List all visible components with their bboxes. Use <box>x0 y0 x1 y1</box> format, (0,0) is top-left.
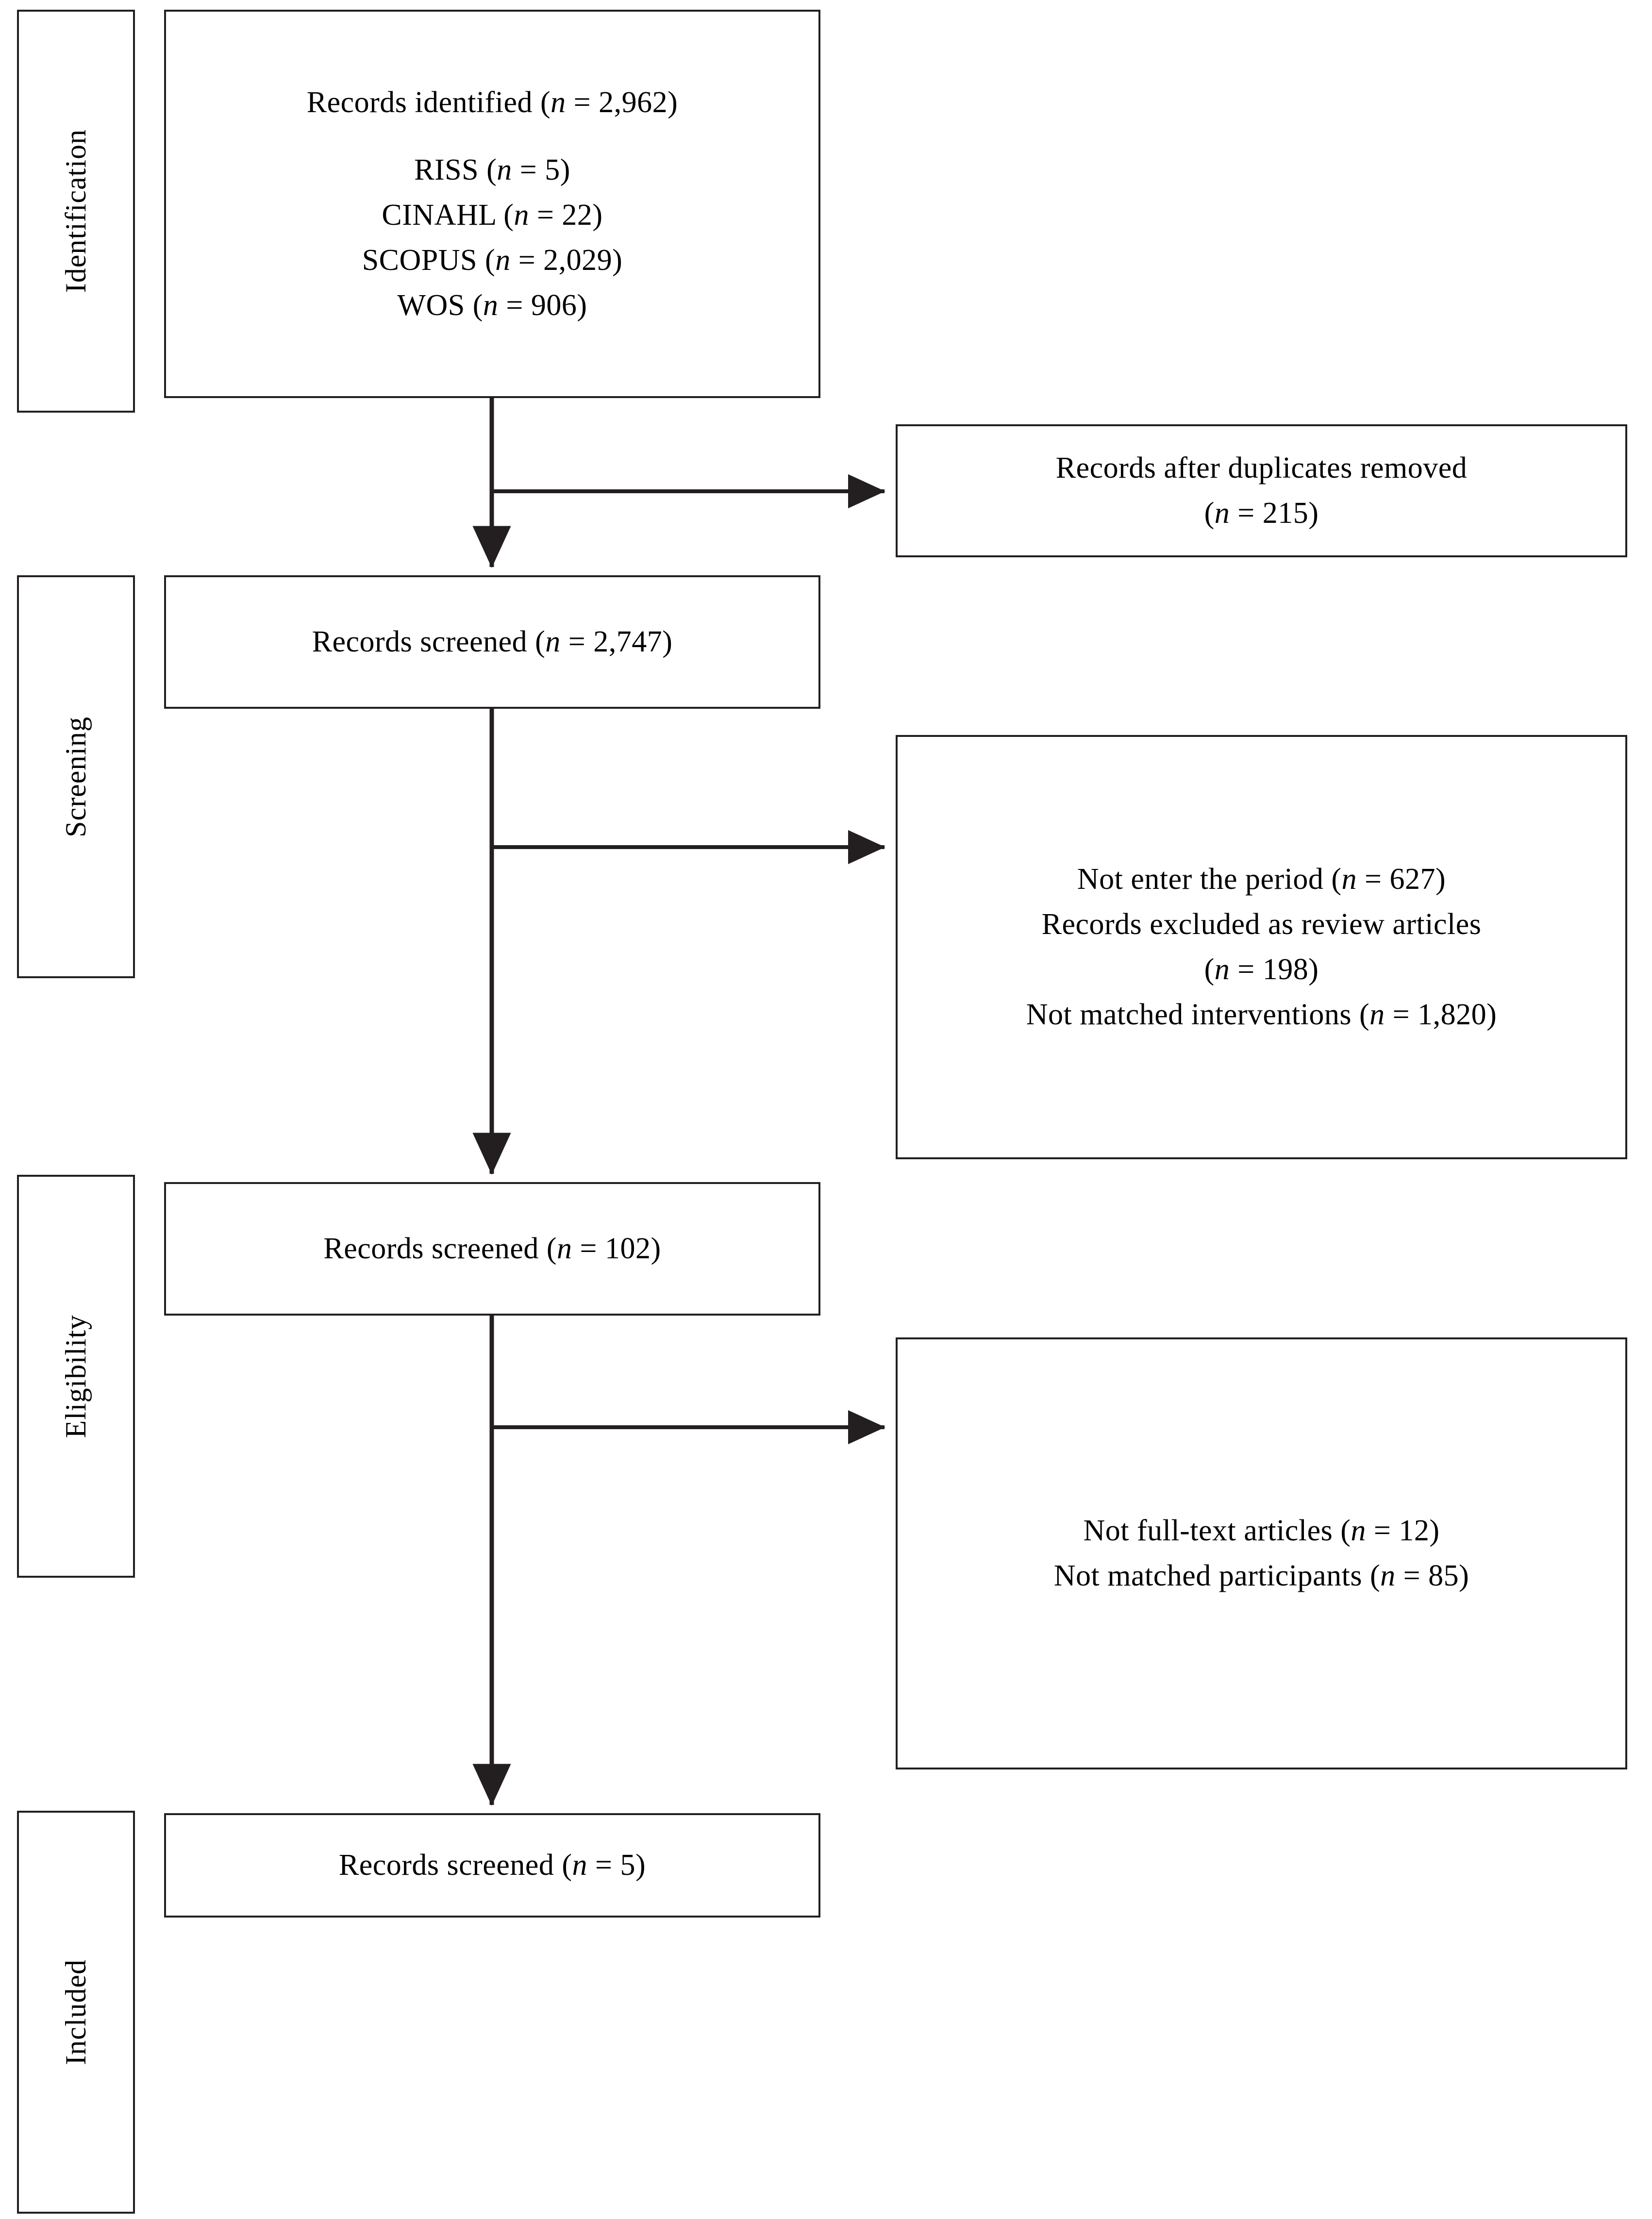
line-spacer <box>179 125 806 148</box>
n-symbol: n <box>1351 1514 1366 1547</box>
line-text: = 5) <box>587 1849 646 1882</box>
line-text: = 22) <box>529 198 603 232</box>
box-records-identified: Records identified (n = 2,962) RISS (n =… <box>164 10 820 398</box>
line-not-matched-interventions: Not matched interventions (n = 1,820) <box>910 992 1613 1037</box>
box-records-identified-text: Records identified (n = 2,962) RISS (n =… <box>166 80 818 328</box>
n-symbol: n <box>551 85 566 119</box>
box-records-screened-5-text: Records screened (n = 5) <box>166 1843 818 1888</box>
stage-box-identification: Identification <box>17 10 135 413</box>
line-text: = 215) <box>1230 497 1319 530</box>
line-wos: WOS (n = 906) <box>179 283 806 328</box>
line-text: = 906) <box>498 288 587 322</box>
box-duplicates-removed-text: Records after duplicates removed (n = 21… <box>898 446 1625 536</box>
line-duplicates-count: (n = 215) <box>910 491 1613 536</box>
line-text: CINAHL ( <box>382 198 514 232</box>
line-text: ( <box>1204 497 1215 530</box>
line-text: = 198) <box>1230 953 1319 986</box>
line-duplicates-removed: Records after duplicates removed <box>1055 451 1468 484</box>
n-symbol: n <box>1214 497 1230 530</box>
line-text: Records screened ( <box>312 625 546 658</box>
n-symbol: n <box>572 1849 588 1882</box>
line-text: Not matched participants ( <box>1053 1559 1381 1592</box>
line-riss: RISS (n = 5) <box>179 148 806 193</box>
line-scopus: SCOPUS (n = 2,029) <box>179 238 806 283</box>
line-text: Not matched interventions ( <box>1026 998 1370 1031</box>
stage-box-eligibility: Eligibility <box>17 1175 135 1578</box>
box-records-screened-2747: Records screened (n = 2,747) <box>164 575 820 709</box>
line-records-identified: Records identified (n = 2,962) <box>179 80 806 125</box>
connector-identification-to-screening <box>472 398 885 568</box>
n-symbol: n <box>1214 953 1230 986</box>
box-records-screened-102: Records screened (n = 102) <box>164 1182 820 1316</box>
line-text: ( <box>1204 953 1215 986</box>
n-symbol: n <box>495 243 511 277</box>
n-symbol: n <box>545 625 561 658</box>
line-text: Not enter the period ( <box>1077 863 1342 896</box>
line-text: WOS ( <box>397 288 483 322</box>
line-text: Records screened ( <box>338 1849 572 1882</box>
box-records-screened-5: Records screened (n = 5) <box>164 1813 820 1918</box>
n-symbol: n <box>1369 998 1385 1031</box>
stage-label-eligibility: Eligibility <box>60 1314 92 1438</box>
stage-label-included: Included <box>60 1959 92 2065</box>
line-not-full-text: Not full-text articles (n = 12) <box>910 1508 1613 1553</box>
line-records-screened: Records screened (n = 102) <box>179 1226 806 1271</box>
line-text: = 1,820) <box>1385 998 1497 1031</box>
line-text: = 12) <box>1366 1514 1440 1547</box>
line-text: = 102) <box>572 1232 661 1265</box>
line-not-matched-participants: Not matched participants (n = 85) <box>910 1553 1613 1599</box>
line-text: SCOPUS ( <box>362 243 496 277</box>
line-text: = 2,962) <box>566 85 678 119</box>
box-records-screened-2747-text: Records screened (n = 2,747) <box>166 619 818 665</box>
line-excluded-review-articles: Records excluded as review articles <box>1041 908 1482 941</box>
stage-box-included: Included <box>17 1811 135 2214</box>
box-duplicates-removed: Records after duplicates removed (n = 21… <box>896 424 1627 557</box>
line-text: = 2,029) <box>510 243 623 277</box>
line-not-enter-period: Not enter the period (n = 627) <box>910 857 1613 902</box>
line-text: Records identified ( <box>306 85 551 119</box>
connector-eligibility-to-included <box>472 1316 885 1806</box>
n-symbol: n <box>1341 863 1357 896</box>
line-excluded-review-count: (n = 198) <box>910 947 1613 992</box>
line-text: = 627) <box>1357 863 1446 896</box>
stage-label-screening: Screening <box>60 716 92 837</box>
stage-box-screening: Screening <box>17 575 135 978</box>
connector-screening-to-eligibility <box>472 709 885 1175</box>
line-records-screened: Records screened (n = 2,747) <box>179 619 806 665</box>
n-symbol: n <box>557 1232 572 1265</box>
stage-label-identification: Identification <box>60 129 92 293</box>
line-text: RISS ( <box>414 153 497 186</box>
box-excluded-eligibility: Not full-text articles (n = 12) Not matc… <box>896 1337 1627 1769</box>
line-text: Not full-text articles ( <box>1083 1514 1351 1547</box>
line-cinahl: CINAHL (n = 22) <box>179 193 806 238</box>
box-excluded-screening-text: Not enter the period (n = 627) Records e… <box>898 857 1625 1037</box>
box-excluded-screening: Not enter the period (n = 627) Records e… <box>896 735 1627 1159</box>
n-symbol: n <box>483 288 499 322</box>
line-records-screened: Records screened (n = 5) <box>179 1843 806 1888</box>
line-text: = 85) <box>1395 1559 1469 1592</box>
n-symbol: n <box>514 198 529 232</box>
n-symbol: n <box>1380 1559 1396 1592</box>
line-text: = 5) <box>512 153 570 186</box>
line-text: Records screened ( <box>323 1232 557 1265</box>
n-symbol: n <box>497 153 512 186</box>
box-excluded-eligibility-text: Not full-text articles (n = 12) Not matc… <box>898 1508 1625 1599</box>
box-records-screened-102-text: Records screened (n = 102) <box>166 1226 818 1271</box>
line-text: = 2,747) <box>560 625 673 658</box>
